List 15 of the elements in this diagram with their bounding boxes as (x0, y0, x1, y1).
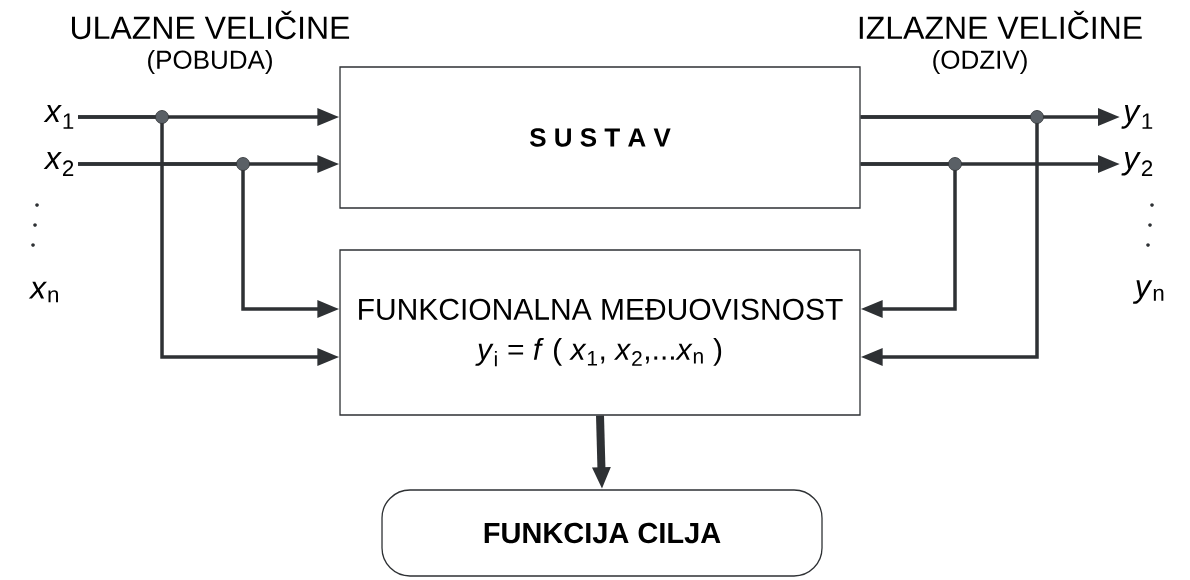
variable-label: x$_{1}$ (43, 105, 74, 129)
goal-box: FUNKCIJA CILJA (381, 489, 823, 577)
variable-label: y$_{n}$ (1132, 280, 1164, 304)
heading-label: IZLAZNE VELIČINE (859, 10, 1142, 40)
variable-label: y$_{2}$ (1121, 152, 1153, 176)
process-box: FUNKCIONALNA MEĐUOVISNOST y$_{i}$ = f ( x$_{1}$, x$_{2}$,...x$_{n}$ ) (339, 249, 861, 416)
variable-label: y$_{1}$ (1121, 105, 1153, 129)
arrow (860, 162, 957, 318)
variable-label: x$_{n}$ (28, 281, 58, 303)
arrow (860, 115, 1039, 366)
heading-label: (ODZIV) (933, 49, 1027, 75)
system-box: S U S T A V (339, 66, 861, 209)
heading-label: ULAZNE VELIČINE (72, 10, 350, 40)
heading-label: (POBUDA) (148, 49, 272, 75)
variable-label: x$_{2}$ (43, 152, 74, 176)
